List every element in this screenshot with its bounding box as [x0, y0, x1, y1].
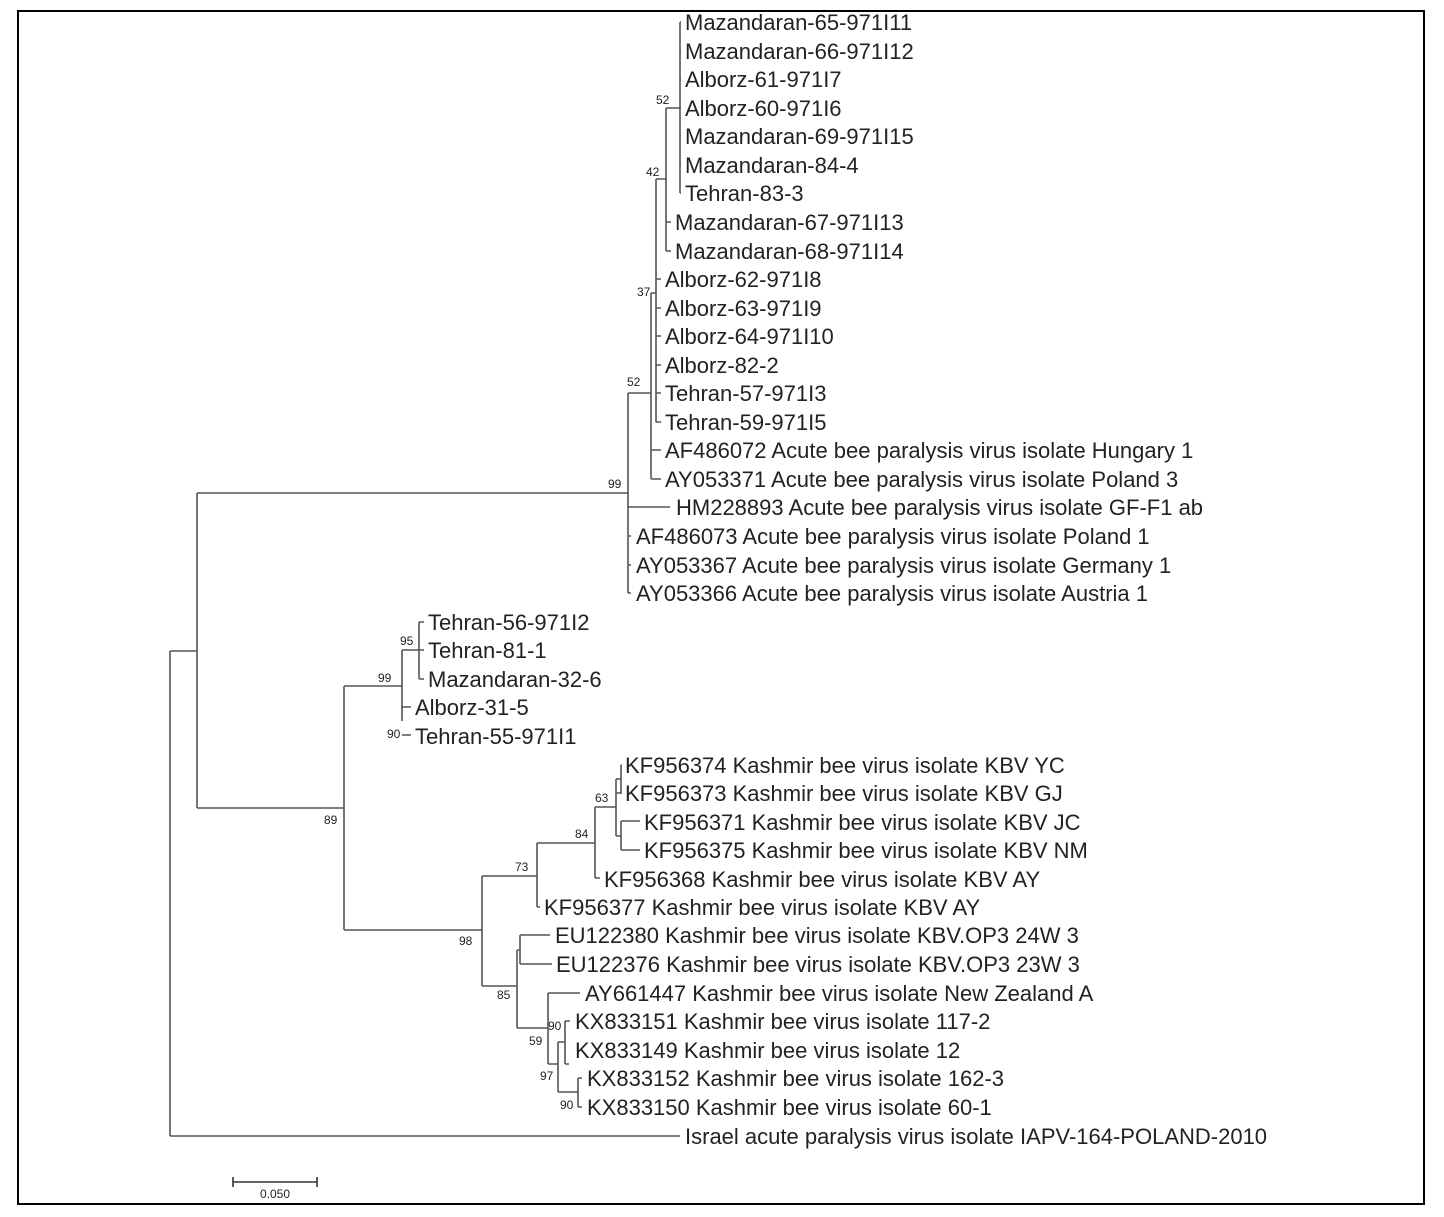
leaf-label: KX833152 Kashmir bee virus isolate 162-3 — [587, 1066, 1004, 1091]
leaf-label: Alborz-64-971I10 — [665, 324, 834, 349]
bootstrap-value: 99 — [378, 671, 392, 685]
leaf-label: Tehran-59-971I5 — [665, 410, 826, 435]
leaf-label: AY053367 Acute bee paralysis virus isola… — [636, 553, 1171, 578]
tree-branches — [169, 21, 681, 1137]
leaf-label: EU122380 Kashmir bee virus isolate KBV.O… — [555, 923, 1079, 948]
leaf-label: Mazandaran-32-6 — [428, 667, 602, 692]
bootstrap-value: 90 — [560, 1098, 574, 1112]
figure-frame — [17, 10, 1425, 1205]
bootstrap-value: 90 — [387, 727, 401, 741]
bootstrap-value: 90 — [548, 1019, 562, 1033]
bootstrap-value: 99 — [608, 477, 622, 491]
scale-bar-label: 0.050 — [260, 1187, 290, 1201]
bootstrap-value: 37 — [637, 285, 651, 299]
leaf-label: Israel acute paralysis virus isolate IAP… — [685, 1124, 1267, 1149]
leaf-label: Alborz-63-971I9 — [665, 296, 822, 321]
leaf-label: AY053371 Acute bee paralysis virus isola… — [665, 467, 1178, 492]
leaf-label: AY661447 Kashmir bee virus isolate New Z… — [585, 981, 1094, 1006]
leaf-label: Alborz-62-971I8 — [665, 267, 822, 292]
bootstrap-labels: 52 42 37 52 99 95 99 90 89 63 84 73 98 8… — [324, 93, 670, 1112]
bootstrap-value: 98 — [459, 934, 473, 948]
scale-bar: 0.050 — [232, 1177, 318, 1201]
bootstrap-value: 73 — [515, 860, 529, 874]
leaf-label: Tehran-57-971I3 — [665, 381, 826, 406]
bootstrap-value: 63 — [595, 791, 609, 805]
bootstrap-value: 84 — [575, 827, 589, 841]
leaf-label: Tehran-55-971I1 — [415, 724, 576, 749]
leaf-label: KF956373 Kashmir bee virus isolate KBV G… — [625, 781, 1063, 806]
leaf-label: Mazandaran-65-971I11 — [685, 10, 912, 35]
leaf-label: EU122376 Kashmir bee virus isolate KBV.O… — [556, 952, 1080, 977]
leaf-label: Mazandaran-67-971I13 — [675, 210, 904, 235]
bootstrap-value: 97 — [540, 1069, 554, 1083]
leaf-label: Alborz-60-971I6 — [685, 96, 842, 121]
leaf-label: AF486073 Acute bee paralysis virus isola… — [636, 524, 1150, 549]
leaf-label: AF486072 Acute bee paralysis virus isola… — [665, 438, 1193, 463]
leaf-label: Alborz-61-971I7 — [685, 67, 842, 92]
leaf-label: Tehran-56-971I2 — [428, 610, 589, 635]
leaf-label: KF956371 Kashmir bee virus isolate KBV J… — [644, 810, 1081, 835]
leaf-label: HM228893 Acute bee paralysis virus isola… — [676, 495, 1203, 520]
bootstrap-value: 52 — [656, 93, 670, 107]
leaf-label: KX833149 Kashmir bee virus isolate 12 — [575, 1038, 960, 1063]
leaf-label: Alborz-31-5 — [415, 695, 529, 720]
leaf-label: Mazandaran-84-4 — [685, 153, 859, 178]
leaf-label: AY053366 Acute bee paralysis virus isola… — [636, 581, 1148, 606]
leaf-label: KF956375 Kashmir bee virus isolate KBV N… — [644, 838, 1088, 863]
leaf-label: KX833151 Kashmir bee virus isolate 117-2 — [575, 1009, 990, 1034]
leaf-label: Tehran-81-1 — [428, 638, 547, 663]
leaf-labels: Mazandaran-65-971I11 Mazandaran-66-971I1… — [415, 10, 1267, 1149]
leaf-label: Mazandaran-69-971I15 — [685, 124, 914, 149]
bootstrap-value: 42 — [646, 165, 660, 179]
bootstrap-value: 52 — [627, 375, 641, 389]
leaf-label: Mazandaran-68-971I14 — [675, 239, 904, 264]
bootstrap-value: 85 — [497, 988, 511, 1002]
bootstrap-value: 95 — [400, 634, 414, 648]
leaf-label: Alborz-82-2 — [665, 353, 779, 378]
bootstrap-value: 59 — [529, 1034, 543, 1048]
bootstrap-value: 89 — [324, 813, 338, 827]
leaf-label: KX833150 Kashmir bee virus isolate 60-1 — [587, 1095, 992, 1120]
leaf-label: Mazandaran-66-971I12 — [685, 39, 914, 64]
leaf-label: KF956374 Kashmir bee virus isolate KBV Y… — [625, 753, 1065, 778]
leaf-label: KF956368 Kashmir bee virus isolate KBV A… — [604, 867, 1040, 892]
leaf-label: Tehran-83-3 — [685, 181, 804, 206]
leaf-label: KF956377 Kashmir bee virus isolate KBV A… — [544, 895, 980, 920]
